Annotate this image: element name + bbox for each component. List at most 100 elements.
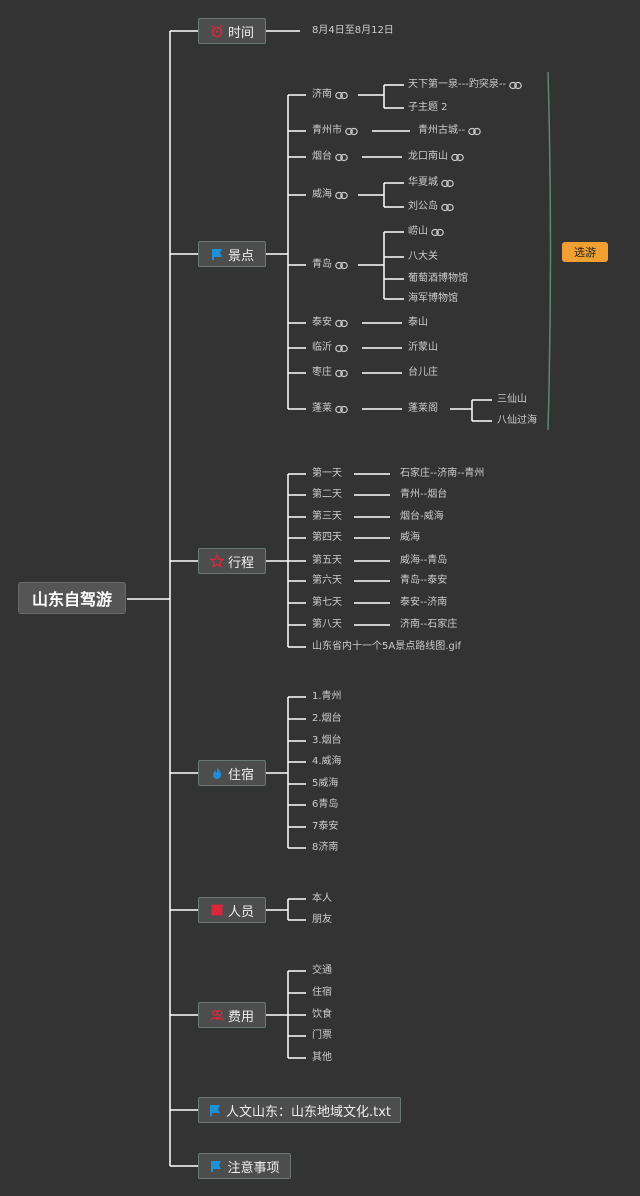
spot-item[interactable]: 三仙山 — [497, 394, 527, 405]
optional-tour-tag[interactable]: 选游 — [562, 242, 608, 262]
lodging-item[interactable]: 7泰安 — [312, 821, 339, 832]
link-icon — [468, 127, 482, 135]
category-lodging-label: 住宿 — [227, 767, 254, 783]
spot-city[interactable]: 青州市 — [312, 125, 358, 137]
category-itinerary-label: 行程 — [227, 555, 254, 571]
user-group-icon — [210, 1010, 224, 1021]
cost-item[interactable]: 其他 — [312, 1052, 332, 1063]
flame-icon — [212, 767, 221, 779]
spot-item[interactable]: 泰山 — [408, 317, 428, 328]
link-icon — [345, 127, 358, 135]
lodging-item[interactable]: 8济南 — [312, 842, 339, 853]
itinerary-route[interactable]: 泰安--济南 — [400, 597, 448, 608]
itinerary-route[interactable]: 烟台-威海 — [400, 511, 444, 522]
category-notes-label: 注意事项 — [227, 1160, 280, 1176]
flag-icon — [209, 1105, 220, 1116]
category-notes[interactable]: 注意事项 — [198, 1153, 291, 1179]
link-icon — [431, 228, 444, 236]
alarm-icon — [211, 24, 223, 38]
spot-item[interactable]: 刘公岛 — [408, 201, 454, 213]
link-icon — [441, 179, 454, 187]
itinerary-day[interactable]: 第七天 — [312, 597, 342, 608]
spot-item[interactable]: 子主题 2 — [408, 102, 448, 113]
red-square-icon — [211, 904, 223, 916]
spot-item[interactable]: 天下第一泉---趵突泉-- — [408, 79, 522, 91]
flag-icon — [211, 1161, 222, 1172]
itinerary-route[interactable]: 威海 — [400, 532, 420, 543]
category-time-label: 时间 — [227, 25, 254, 41]
itinerary-day[interactable]: 第四天 — [312, 532, 342, 543]
itinerary-day[interactable]: 第六天 — [312, 575, 342, 586]
spot-item[interactable]: 龙口南山 — [408, 151, 464, 163]
time-value[interactable]: 8月4日至8月12日 — [312, 25, 394, 36]
link-icon — [451, 153, 464, 161]
link-icon — [335, 319, 348, 327]
flag-icon — [211, 249, 222, 260]
category-spots[interactable]: 景点 — [198, 241, 266, 267]
link-icon — [335, 91, 348, 99]
spot-city[interactable]: 威海 — [312, 189, 348, 201]
link-icon — [335, 261, 348, 269]
category-culture[interactable]: 人文山东：山东地域文化.txt — [198, 1097, 401, 1123]
spot-item[interactable]: 台儿庄 — [408, 367, 438, 378]
link-icon — [509, 81, 522, 89]
people-item[interactable]: 本人 — [312, 893, 332, 904]
category-time[interactable]: 时间 — [198, 18, 266, 44]
spot-city[interactable]: 临沂 — [312, 342, 348, 354]
itinerary-route[interactable]: 威海--青岛 — [400, 555, 448, 566]
lodging-item[interactable]: 1.青州 — [312, 691, 342, 702]
spot-city[interactable]: 济南 — [312, 89, 348, 101]
category-people-label: 人员 — [227, 904, 254, 920]
lodging-item[interactable]: 4.威海 — [312, 756, 342, 767]
category-culture-label: 人文山东：山东地域文化.txt — [225, 1104, 392, 1120]
itinerary-day[interactable]: 第一天 — [312, 468, 342, 479]
link-icon — [335, 191, 348, 199]
spot-item[interactable]: 海军博物馆 — [408, 293, 458, 304]
category-spots-label: 景点 — [227, 248, 254, 264]
spot-city[interactable]: 青岛 — [312, 259, 348, 271]
category-lodging[interactable]: 住宿 — [198, 760, 266, 786]
cost-item[interactable]: 门票 — [312, 1030, 332, 1041]
cost-item[interactable]: 交通 — [312, 965, 332, 976]
itinerary-route[interactable]: 青岛--泰安 — [400, 575, 448, 586]
link-icon — [335, 405, 348, 413]
spot-city[interactable]: 蓬莱 — [312, 403, 348, 415]
star-icon — [209, 554, 224, 568]
category-people[interactable]: 人员 — [198, 897, 266, 923]
spot-item[interactable]: 崂山 — [408, 226, 444, 238]
itinerary-file[interactable]: 山东省内十一个5A景点路线图.gif — [312, 641, 462, 652]
category-itinerary[interactable]: 行程 — [198, 548, 266, 574]
cost-item[interactable]: 饮食 — [312, 1009, 332, 1020]
spot-item[interactable]: 八大关 — [408, 251, 438, 262]
itinerary-route[interactable]: 青州--烟台 — [400, 489, 448, 500]
lodging-item[interactable]: 6青岛 — [312, 799, 339, 810]
spot-item[interactable]: 八仙过海 — [497, 415, 537, 426]
lodging-item[interactable]: 3.烟台 — [312, 735, 342, 746]
itinerary-route[interactable]: 济南--石家庄 — [400, 619, 458, 630]
spot-city[interactable]: 泰安 — [312, 317, 348, 329]
link-icon — [441, 203, 454, 211]
link-icon — [335, 344, 348, 352]
category-cost-label: 费用 — [227, 1009, 254, 1025]
spot-item[interactable]: 华夏城 — [408, 177, 454, 189]
itinerary-day[interactable]: 第三天 — [312, 511, 342, 522]
itinerary-route[interactable]: 石家庄--济南--青州 — [400, 468, 485, 479]
link-icon — [335, 153, 348, 161]
lodging-item[interactable]: 5威海 — [312, 778, 339, 789]
itinerary-day[interactable]: 第五天 — [312, 555, 342, 566]
people-item[interactable]: 朋友 — [312, 914, 332, 925]
cost-item[interactable]: 住宿 — [312, 987, 332, 998]
spot-item[interactable]: 葡萄酒博物馆 — [408, 273, 468, 284]
itinerary-day[interactable]: 第八天 — [312, 619, 342, 630]
spot-item[interactable]: 沂蒙山 — [408, 342, 438, 353]
spot-city[interactable]: 枣庄 — [312, 367, 348, 379]
lodging-item[interactable]: 2.烟台 — [312, 713, 342, 724]
root-node[interactable]: 山东自驾游 — [18, 582, 126, 614]
spot-item[interactable]: 蓬莱阁 — [408, 403, 438, 414]
spot-item[interactable]: 青州古城-- — [418, 125, 482, 137]
spot-city[interactable]: 烟台 — [312, 151, 348, 163]
category-cost[interactable]: 费用 — [198, 1002, 266, 1028]
link-icon — [335, 369, 348, 377]
itinerary-day[interactable]: 第二天 — [312, 489, 342, 500]
